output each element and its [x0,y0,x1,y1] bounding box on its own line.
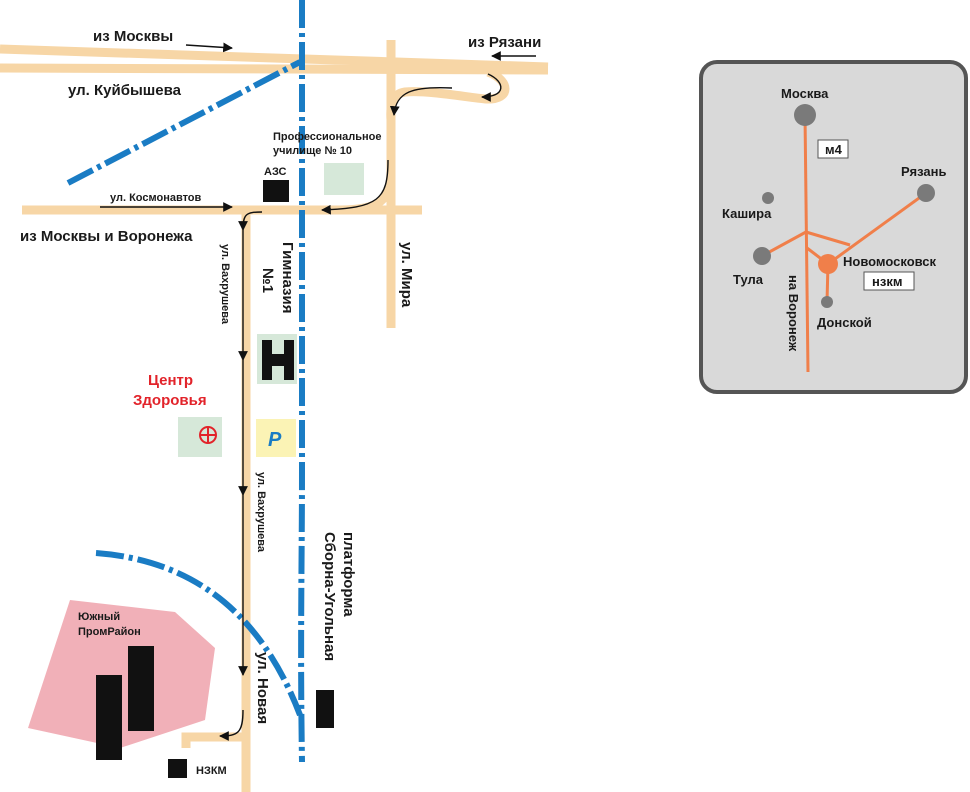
roads [0,40,549,792]
label-nzkm: НЗКМ [196,765,227,777]
main-map: из Москвы из Рязани ул. Куйбышева Профес… [0,0,549,792]
prom-building-2 [96,675,122,760]
inset-highway-badge [817,139,849,159]
health-cross-icon [199,426,217,444]
inset-label-company: нзкм [872,274,902,289]
label-platform-line2: Сборна-Угольная [321,532,338,661]
label-pu-line1: Профессиональное [273,131,382,143]
road-ryazan-ramp [386,67,510,121]
label-health-line1: Центр [148,372,193,389]
railway-south-curve [95,550,303,717]
inset-label-to-voronezh: на Воронеж [786,275,801,352]
inset-frame [699,60,968,394]
platform-building [316,690,334,728]
label-from-moscow-voronezh: из Москвы и Воронежа [20,228,193,245]
inset-company-badge [863,271,915,291]
nzkm-building [168,759,187,778]
city-ryazan-dot [917,184,935,202]
road-kuibysheva-upper [0,44,549,72]
label-from-ryazan: из Рязани [468,34,541,51]
label-pu-line2: училище № 10 [273,145,352,157]
pu-box [324,163,364,195]
azs-building [263,180,289,202]
arrow-from-moscow [185,42,233,53]
label-health-line2: Здоровья [133,392,207,409]
city-moscow-dot [794,104,816,126]
railways [66,0,305,763]
inset-label-moscow: Москва [781,86,829,101]
road-mira-curve [339,169,396,215]
city-kashira-dot [762,192,774,204]
label-kuibysheva: ул. Куйбышева [68,82,182,99]
arrow-turn-vakhrusheva [238,211,263,231]
label-gymnasium-line1: Гимназия [279,242,296,313]
label-prom-line2: ПромРайон [78,626,141,638]
inset-label-kashira: Кашира [722,206,772,221]
city-tula-dot [753,247,771,265]
arrow-ramp [481,73,502,102]
inset-label-novomoskovsk: Новомосковск [843,254,937,269]
route-arrows [100,42,536,741]
railway-main [298,0,305,763]
inset-label-highway: м4 [825,142,843,157]
inset-label-donskoy: Донской [817,315,872,330]
inset-cities [753,104,935,308]
label-mira: ул. Мира [398,242,415,308]
label-azs: АЗС [264,166,287,178]
label-prom-line1: Южный [78,611,120,623]
inset-label-ryazan: Рязань [901,164,946,179]
label-platform-line1: платформа [340,532,357,617]
railway-northwest [66,59,302,186]
label-gymnasium-line2: №1 [259,268,276,293]
label-novaya: ул. Новая [254,652,271,724]
parking-icon: P [268,429,282,451]
city-novomoskovsk-dot [818,254,838,274]
arrow-ramp-2 [389,86,453,116]
inset-label-tula: Тула [733,272,764,287]
label-vakhrusheva-1: ул. Вахрушева [219,244,231,325]
road-nzkm-spur [181,732,246,748]
road-kuibysheva-lower [0,63,549,75]
label-from-moscow: из Москвы [93,28,173,45]
city-donskoy-dot [821,296,833,308]
arrow-to-nzkm [219,709,244,741]
label-kosmonavtov: ул. Космонавтов [110,192,202,204]
arrow-mira-curve [321,159,389,215]
inset-map: Москва Рязань Кашира Тула Новомосковск Д… [699,60,968,394]
prom-building-1 [128,646,154,731]
label-vakhrusheva-2: ул. Вахрушева [255,472,267,553]
gymnasium-icon [262,340,294,380]
industrial-zone [28,600,215,748]
parking-box [256,419,296,457]
